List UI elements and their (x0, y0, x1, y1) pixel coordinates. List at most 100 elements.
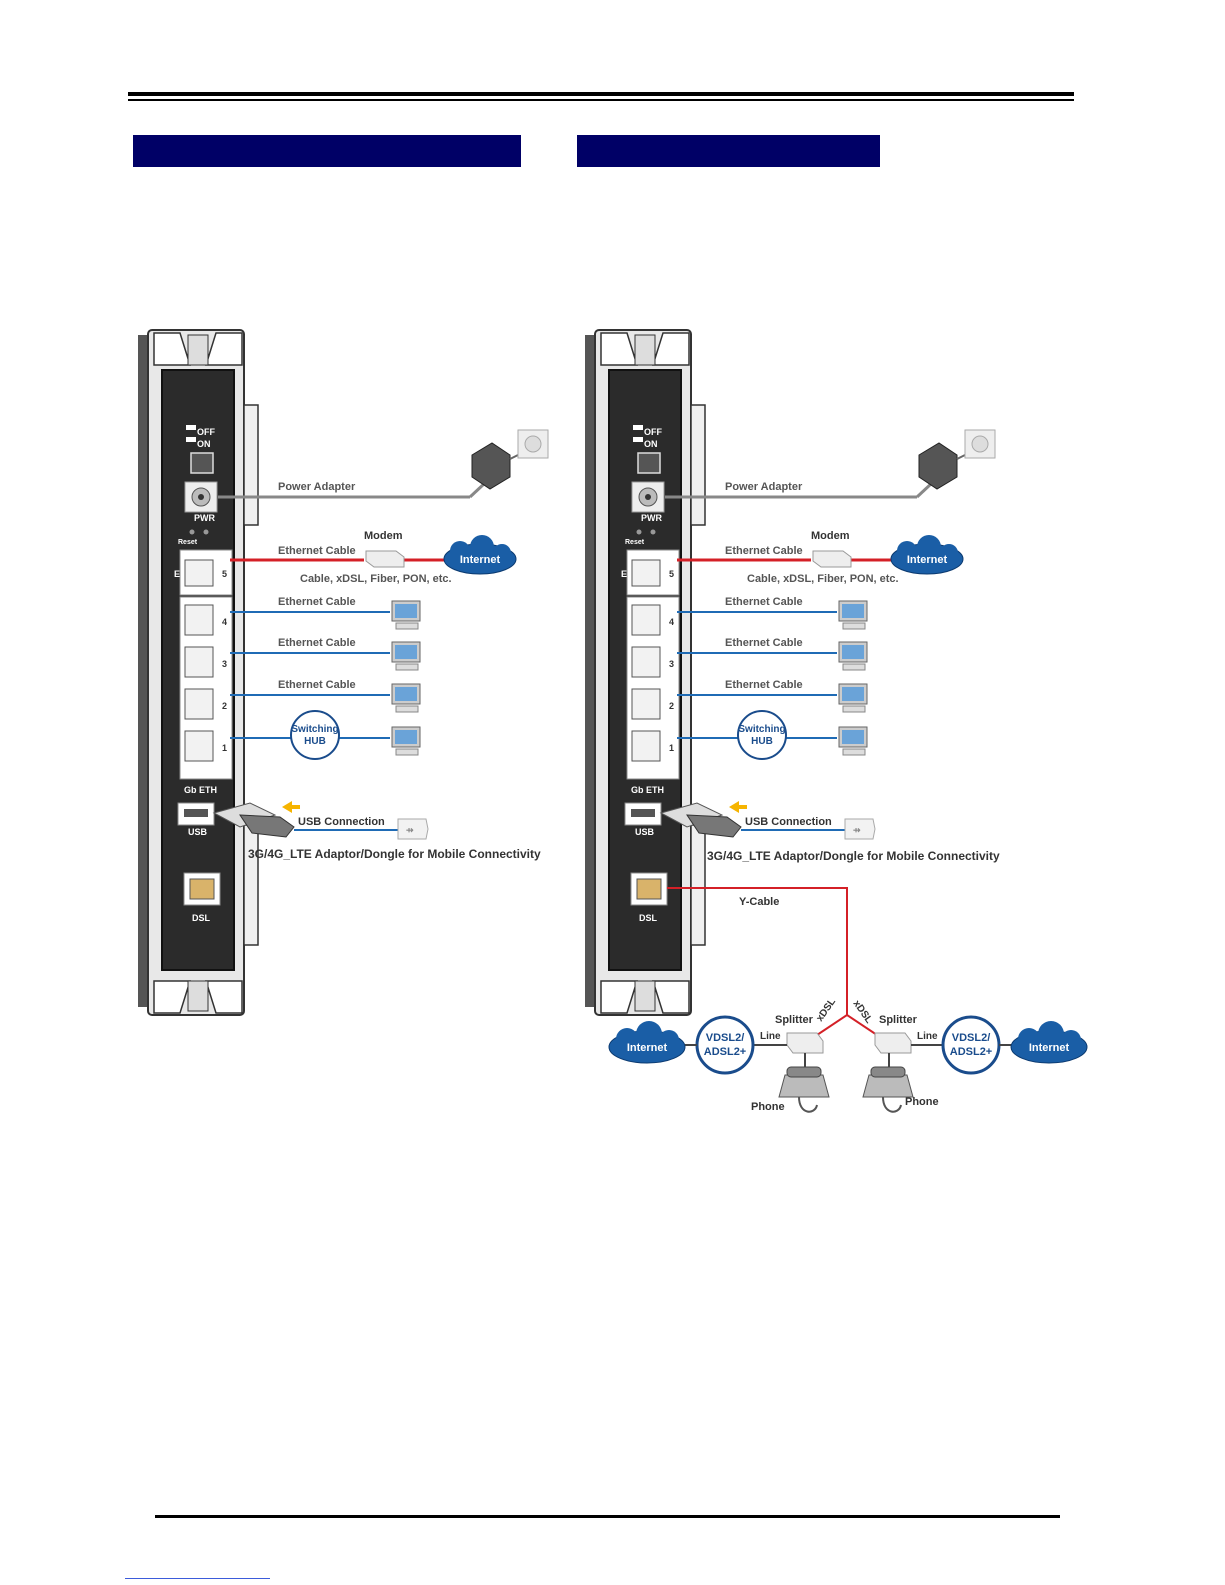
lan-port-number: 3 (669, 659, 674, 669)
power-adapter-icon (471, 442, 519, 490)
splitter-icon (786, 1032, 824, 1054)
lan-port[interactable] (184, 646, 214, 678)
lan-cable-label: Ethernet Cable (278, 679, 356, 691)
modem-icon (812, 550, 852, 568)
switch-off-label: OFF (197, 427, 215, 437)
wan-port[interactable] (184, 559, 214, 587)
lan-port[interactable] (631, 646, 661, 678)
reset-button[interactable] (203, 529, 209, 535)
reset-button[interactable] (650, 529, 656, 535)
lan-port[interactable] (631, 604, 661, 636)
usb-dongle-icon (659, 802, 742, 838)
wan-letter: E (174, 569, 180, 579)
wan-port[interactable] (631, 559, 661, 587)
switch-off-mark (186, 425, 196, 430)
internet-label: Internet (460, 554, 501, 566)
switch-on-label: ON (197, 439, 211, 449)
vdsl-label: ADSL2+ (950, 1046, 993, 1058)
wan-port-number: 5 (669, 569, 674, 579)
header-rule-thick (128, 92, 1074, 96)
usb-desc-label: 3G/4G_LTE Adaptor/Dongle for Mobile Conn… (707, 849, 1000, 863)
power-adapter-icon (918, 442, 966, 490)
switch-on-label: ON (644, 439, 658, 449)
lan-port[interactable] (184, 688, 214, 720)
lan-cable-label: Ethernet Cable (725, 596, 803, 608)
switching-hub-icon: Switching HUB (290, 710, 340, 760)
switch-off-mark (633, 425, 643, 430)
pc-icon (838, 600, 868, 630)
lan-port-block (179, 596, 233, 780)
xdsl-label: xDSL (851, 998, 875, 1025)
pwr-label: PWR (641, 513, 662, 523)
usb-label: USB (188, 827, 208, 837)
phone-icon (778, 1066, 830, 1113)
reset-label: Reset (178, 539, 198, 546)
vdsl-circle: VDSL2/ ADSL2+ (941, 1015, 1001, 1075)
vdsl-label: VDSL2/ (952, 1032, 991, 1044)
pc-icon (391, 600, 421, 630)
led-icon (636, 529, 642, 535)
usb-label: USB (635, 827, 655, 837)
usb-desc-label: 3G/4G_LTE Adaptor/Dongle for Mobile Conn… (248, 847, 541, 861)
power-jack[interactable] (184, 481, 218, 513)
phone-label: Phone (905, 1096, 939, 1108)
wan-types-label: Cable, xDSL, Fiber, PON, etc. (300, 573, 452, 585)
dsl-label: DSL (639, 913, 658, 923)
led-icon (189, 529, 195, 535)
wan-cable-label: Ethernet Cable (725, 545, 803, 557)
wan-cable-label: Ethernet Cable (278, 545, 356, 557)
splitter-icon (874, 1032, 912, 1054)
internet-label: Internet (1029, 1042, 1070, 1054)
power-jack[interactable] (631, 481, 665, 513)
pc-icon (838, 726, 868, 756)
switch-off-label: OFF (644, 427, 662, 437)
pc-icon (391, 683, 421, 713)
switch-on-mark (186, 437, 196, 442)
phone-label: Phone (751, 1101, 785, 1113)
switching-hub-label: HUB (304, 736, 326, 747)
modem-label: Modem (811, 530, 850, 542)
internet-cloud-icon: Internet (443, 535, 517, 575)
dsl-label: DSL (192, 913, 211, 923)
connection-diagram-dsl-wan: OFF ON PWR Reset E 5 4 3 2 1 Gb ETH USB … (585, 329, 1088, 1113)
header-rule-thin (128, 99, 1074, 101)
wan-types-label: Cable, xDSL, Fiber, PON, etc. (747, 573, 899, 585)
svg-text:⇸: ⇸ (853, 825, 861, 835)
usb-connection-label: USB Connection (745, 816, 832, 828)
internet-cloud-icon: Internet (608, 1021, 686, 1064)
vdsl-label: ADSL2+ (704, 1046, 747, 1058)
gb-eth-label: Gb ETH (184, 785, 217, 795)
footer-link-underline[interactable] (125, 1578, 270, 1579)
lan-cable-label: Ethernet Cable (725, 637, 803, 649)
wan-letter: E (621, 569, 627, 579)
reset-label: Reset (625, 539, 645, 546)
lan-port[interactable] (184, 604, 214, 636)
power-switch[interactable]: OFF ON (633, 425, 662, 474)
pc-icon (838, 683, 868, 713)
line-label: Line (760, 1031, 781, 1042)
lan-port[interactable] (631, 688, 661, 720)
lan-port[interactable] (631, 730, 661, 762)
internet-label: Internet (627, 1042, 668, 1054)
lan-cable-label: Ethernet Cable (278, 637, 356, 649)
section-header-bar-right (577, 135, 880, 167)
line-label: Line (917, 1031, 938, 1042)
switching-hub-label: Switching (291, 724, 338, 735)
arrow-icon (282, 801, 300, 813)
y-cable-label: Y-Cable (739, 896, 779, 908)
switch-on-mark (633, 437, 643, 442)
wan-port-number: 5 (222, 569, 227, 579)
gb-eth-label: Gb ETH (631, 785, 664, 795)
power-switch[interactable]: OFF ON (186, 425, 215, 474)
lan-port-number: 1 (222, 743, 227, 753)
vdsl-circle: VDSL2/ ADSL2+ (695, 1015, 755, 1075)
lan-port-number: 4 (222, 617, 227, 627)
lan-port-number: 4 (669, 617, 674, 627)
wan-port-block (179, 549, 233, 596)
phone-icon (862, 1066, 914, 1113)
lan-port[interactable] (184, 730, 214, 762)
usb-stick-icon: ⇸ (397, 818, 429, 840)
y-cable (667, 887, 848, 1015)
usb-stick-icon: ⇸ (844, 818, 876, 840)
modem-icon (365, 550, 405, 568)
